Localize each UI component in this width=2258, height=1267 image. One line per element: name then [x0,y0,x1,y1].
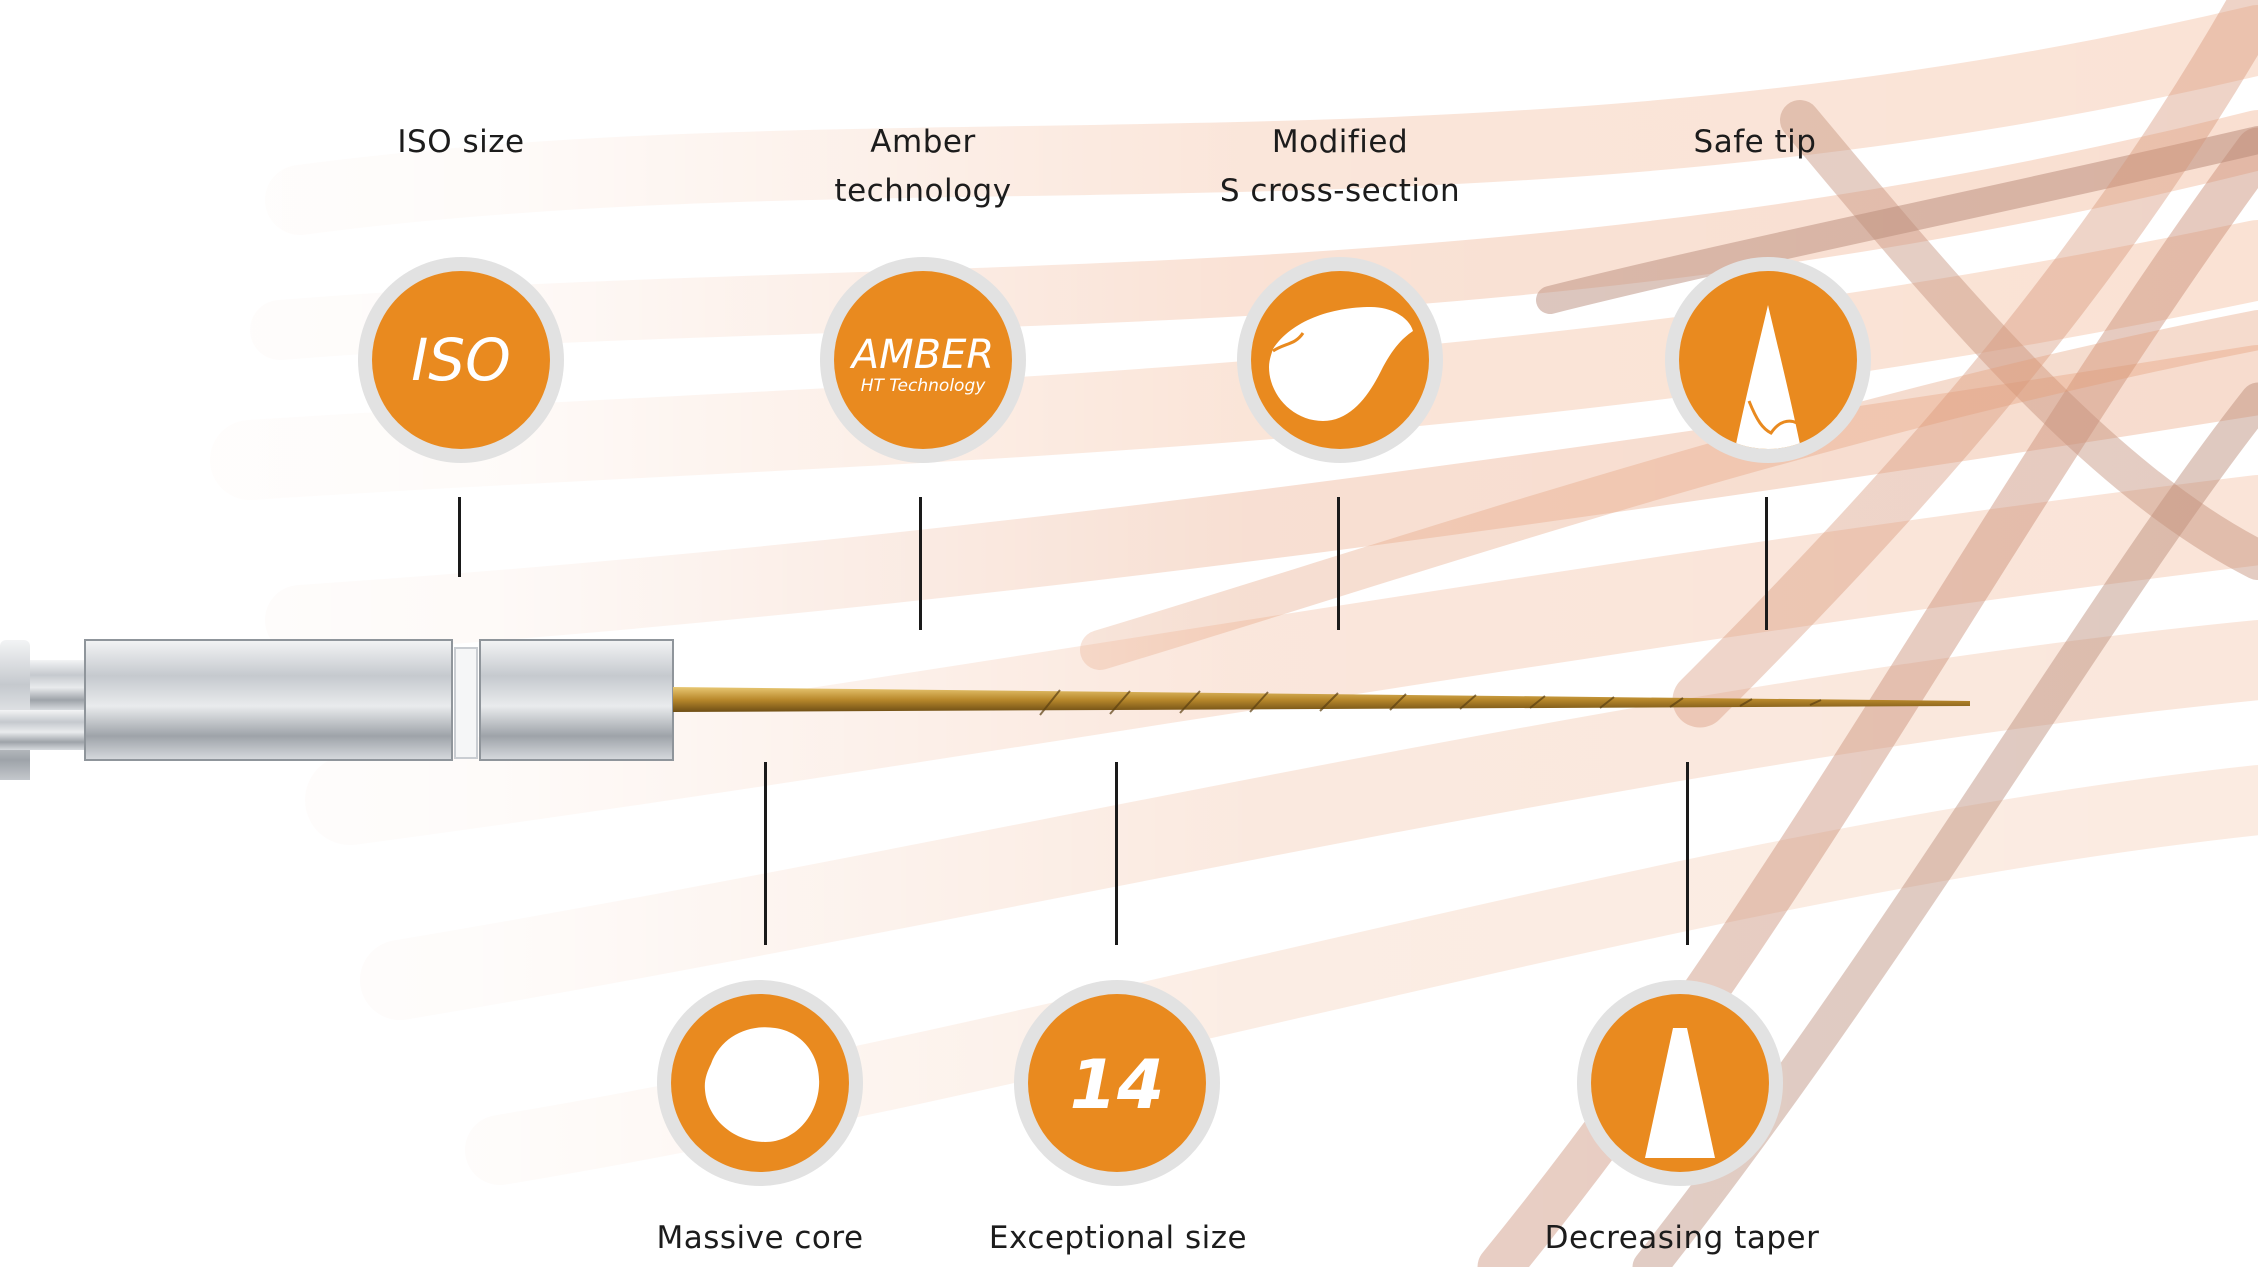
endodontic-file-image [0,639,1970,780]
amber-badge-text: AMBER [851,332,995,378]
iso-badge-icon: ISO [358,257,564,463]
amber-badge-icon: AMBER HT Technology [820,257,1026,463]
connector-massive-core [764,762,767,945]
s-cross-section-icon [1237,257,1443,463]
iso-badge-text: ISO [411,326,511,394]
size-badge-text: 14 [1069,1046,1165,1125]
amber-badge-subtext: HT Technology [860,376,986,396]
connector-exceptional-size [1115,762,1118,945]
size-badge-icon: 14 [1014,980,1220,1186]
label-safe-tip: Safe tip [1693,124,1817,160]
label-massive-core: Massive core [656,1220,864,1256]
label-modified-s-cross-section: Modified S cross-section [1219,124,1461,209]
label-amber-technology: Amber technology [834,124,1012,209]
connector-amber [919,497,922,630]
safe-tip-icon [1665,257,1871,463]
label-decreasing-taper: Decreasing taper [1544,1220,1820,1256]
connector-cross-section [1337,497,1340,630]
decreasing-taper-icon [1577,980,1783,1186]
massive-core-icon [657,980,863,1186]
connector-decreasing-taper [1686,762,1689,945]
connector-iso [458,497,461,577]
connector-safe-tip [1765,497,1768,630]
label-exceptional-size: Exceptional size [988,1220,1248,1256]
label-iso-size: ISO size [397,124,525,160]
